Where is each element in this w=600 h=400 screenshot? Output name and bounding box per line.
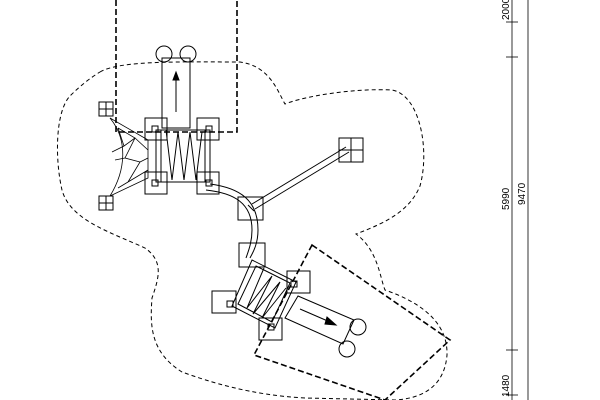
dimension-5990: 5990 <box>501 187 512 210</box>
upper-slide <box>155 45 197 129</box>
dimension-1480: 1480 <box>501 374 512 397</box>
dimension-line <box>506 0 529 400</box>
dimension-2000: 2000 <box>501 0 512 20</box>
middle-post <box>237 196 264 221</box>
lower-tower <box>211 242 311 341</box>
connecting-bridge <box>209 183 259 259</box>
far-post <box>338 137 364 163</box>
upper-tower <box>144 117 220 195</box>
safety-zone-outline <box>57 61 448 400</box>
dimension-9470: 9470 <box>517 182 528 205</box>
lower-slide <box>284 295 367 358</box>
net-anchor-posts <box>98 101 114 211</box>
upper-slide-runout-zone <box>115 0 238 133</box>
rope-traverse <box>251 146 350 210</box>
climbing-net <box>109 117 149 197</box>
